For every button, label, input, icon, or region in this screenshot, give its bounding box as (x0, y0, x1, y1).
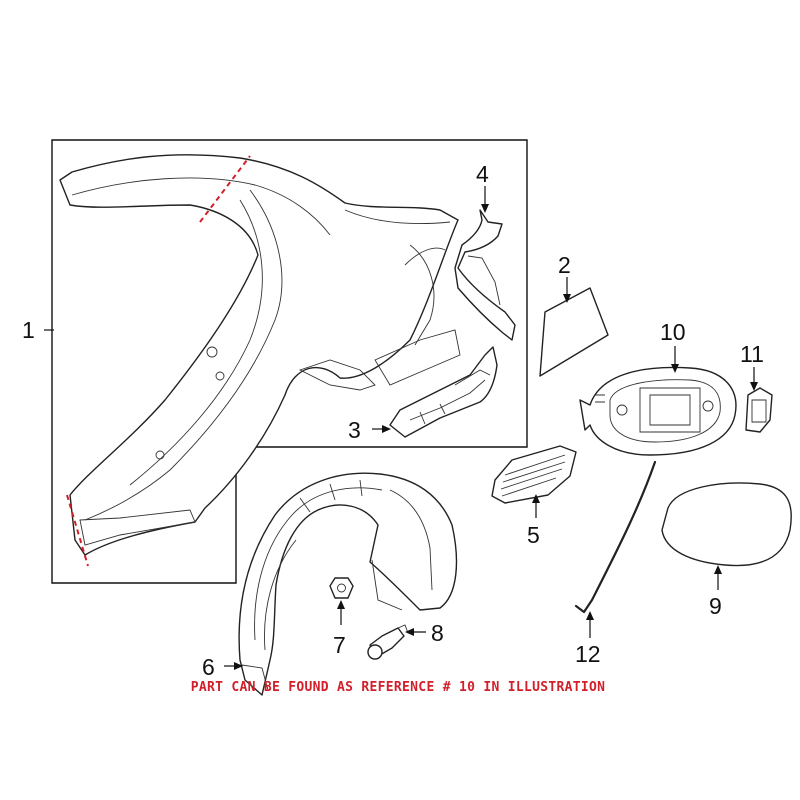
callout-11: 11 (740, 341, 764, 367)
fuel-door-housing[interactable] (579, 366, 737, 456)
quarter-panel[interactable] (59, 154, 461, 556)
release-cable[interactable] (574, 460, 657, 614)
nut[interactable] (329, 577, 354, 599)
cut-line-upper (199, 155, 251, 223)
quarter-extension[interactable] (389, 346, 498, 438)
leader-arrows (234, 204, 758, 670)
callout-12: 12 (575, 641, 601, 667)
trim-panel[interactable] (539, 287, 609, 377)
callout-9: 9 (709, 593, 722, 619)
callout-3: 3 (348, 417, 361, 443)
fuel-door[interactable] (661, 482, 792, 567)
callout-8: 8 (431, 620, 444, 646)
callout-1: 1 (22, 317, 35, 343)
vent-grille[interactable] (491, 445, 577, 504)
push-clip[interactable] (367, 624, 409, 660)
callout-6: 6 (202, 654, 215, 680)
inner-bracket[interactable] (454, 209, 516, 341)
callout-4: 4 (476, 161, 489, 187)
callout-2: 2 (558, 252, 571, 278)
callout-7: 7 (333, 632, 346, 658)
reference-note: PART CAN BE FOUND AS REFERENCE # 10 IN I… (191, 680, 605, 695)
callout-5: 5 (527, 522, 540, 548)
door-actuator[interactable] (745, 387, 773, 433)
cut-line-lower (66, 494, 89, 567)
wheel-liner[interactable] (238, 472, 458, 696)
callout-10: 10 (660, 319, 686, 345)
